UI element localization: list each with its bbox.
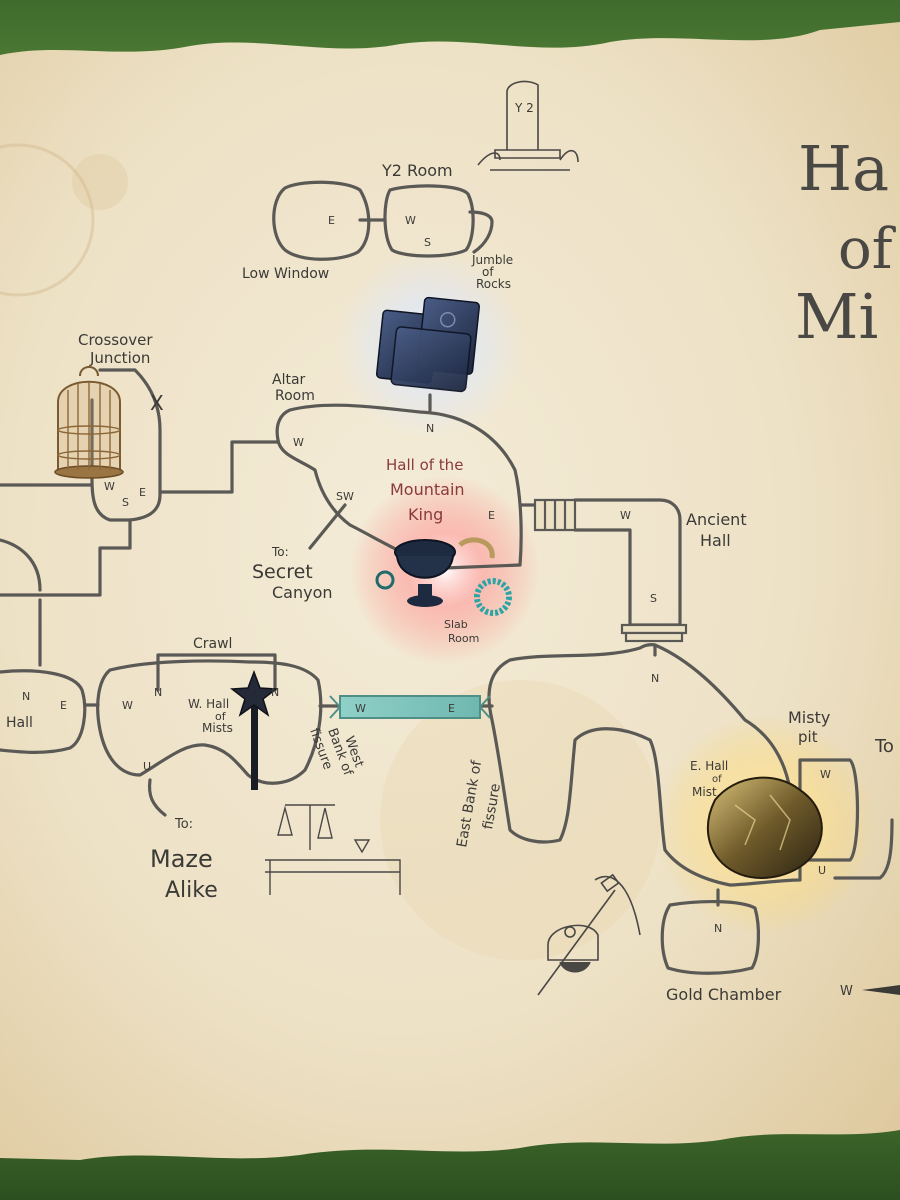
svg-text:Ha: Ha (798, 132, 889, 205)
label-altar-1: Altar (272, 372, 306, 388)
dir-n: N (714, 922, 722, 935)
dir-s: S (424, 236, 431, 249)
dir-u: U (818, 864, 826, 877)
dir-e: E (448, 702, 455, 715)
dir-s: S (650, 592, 657, 605)
label-mountain-king-1: Hall of the (386, 456, 463, 474)
label-maze-1: Maze (150, 845, 213, 873)
label-hall: Hall (6, 715, 33, 731)
label-to-edge: To (874, 736, 894, 757)
label-mountain-king-3: King (408, 505, 443, 524)
black-rod-icon[interactable] (229, 669, 279, 790)
y2-tablet-icon (477, 80, 579, 171)
label-e-hall-1: E. Hall (690, 759, 728, 773)
label-crawl: Crawl (193, 636, 232, 652)
label-e-hall-2: of (712, 774, 722, 785)
birdcage-icon[interactable] (54, 366, 124, 479)
dir-e: E (139, 486, 146, 499)
label-altar-2: Room (275, 388, 315, 404)
label-gold-chamber: Gold Chamber (666, 985, 782, 1004)
ancient-hall-pipe (533, 498, 688, 643)
label-secret-to: To: (271, 545, 289, 559)
label-crossover-1: Crossover (78, 331, 153, 349)
dir-u: U (143, 760, 151, 773)
label-low-window: Low Window (242, 266, 329, 282)
dir-w: W (104, 480, 115, 493)
label-slab-2: Room (448, 632, 479, 645)
silver-bars-icon[interactable] (375, 293, 481, 393)
dir-n: N (651, 672, 659, 685)
label-mountain-king-2: Mountain (390, 480, 465, 499)
dir-w: W (820, 768, 831, 781)
label-w-hall-3: Mists (202, 721, 233, 735)
label-misty-2: pit (798, 728, 818, 746)
svg-text:Mi: Mi (795, 280, 878, 353)
pickaxe-helmet-icon (537, 873, 641, 996)
label-e-hall-3: Mist (692, 785, 717, 799)
dir-n: N (22, 690, 30, 703)
fissure-bridge (329, 695, 491, 719)
dir-w: W (293, 436, 304, 449)
dir-e: E (328, 214, 335, 227)
label-crossover-2: Junction (89, 349, 150, 367)
dir-n: N (426, 422, 434, 435)
dir-w: W (122, 699, 133, 712)
dir-n: N (154, 686, 162, 699)
dir-e: E (488, 509, 495, 522)
label-jumble-1: Jumble (471, 253, 513, 267)
label-w-hall-2: of (215, 710, 227, 723)
svg-text:W: W (840, 984, 853, 999)
dir-sw: SW (336, 490, 354, 503)
label-ancient-1: Ancient (686, 510, 747, 529)
label-x-mark: X (150, 391, 164, 415)
label-w-hall-1: W. Hall (188, 697, 229, 711)
map-title: Ha of Mi (795, 132, 897, 353)
scales-icon (265, 804, 401, 895)
label-y2-room: Y2 Room (381, 161, 453, 180)
dir-w: W (405, 214, 416, 227)
dir-w: W (620, 509, 631, 522)
label-ancient-2: Hall (700, 531, 731, 550)
gold-nugget-icon[interactable] (706, 776, 823, 879)
label-slab-1: Slab (444, 618, 468, 631)
label-tablet: Y 2 (514, 101, 534, 115)
label-maze-to: To: (174, 817, 193, 832)
compass-icon: W (840, 984, 900, 999)
label-secret-2: Canyon (272, 583, 333, 602)
label-maze-2: Alike (165, 878, 218, 903)
dir-w: W (355, 702, 366, 715)
label-jumble-3: Rocks (476, 277, 511, 291)
svg-text:of: of (838, 217, 897, 282)
dir-n: N (271, 686, 279, 699)
jeweled-pot-icon[interactable] (375, 537, 512, 616)
label-misty-1: Misty (788, 708, 830, 727)
label-secret-1: Secret (252, 561, 313, 583)
label-jumble-2: of (482, 265, 494, 279)
dir-e: E (60, 699, 67, 712)
dir-s: S (122, 496, 129, 509)
label-east-bank-2: fissure (480, 782, 504, 830)
